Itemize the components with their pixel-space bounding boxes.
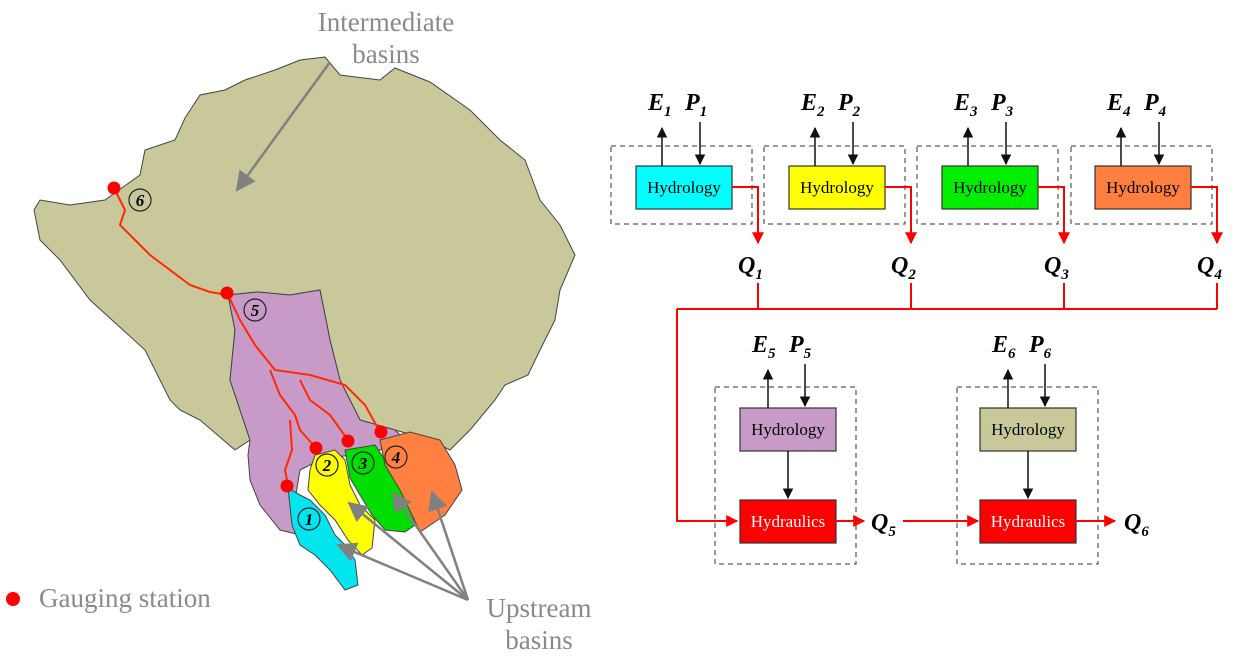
hydrology-label-4: Hydrology (1106, 178, 1180, 197)
intermediate-arrow (235, 61, 332, 192)
dashed-box-6 (956, 386, 1099, 565)
upstream-arrow-4 (428, 490, 470, 601)
tributary-river-a (269, 369, 317, 449)
gauging-station-legend-icon (6, 591, 20, 606)
q-label-1: Q1 (738, 253, 763, 283)
upstream-arrow-1 (336, 542, 469, 602)
gauging-station-2 (309, 441, 323, 455)
q-label-3: Q3 (1044, 253, 1069, 283)
q-label-6: Q6 (1124, 510, 1149, 540)
hydrology-label-2: Hydrology (800, 178, 874, 197)
e-label-1: E1 (647, 90, 672, 120)
e-label-3: E3 (953, 90, 978, 120)
upstream-basins-line-1: Upstream (486, 593, 592, 623)
station-label-1: 1 (305, 510, 314, 529)
hydrology-label-1: Hydrology (647, 178, 721, 197)
hydrology-label-6: Hydrology (991, 420, 1065, 439)
basin-1 (287, 487, 359, 591)
station-label-2: 2 (322, 456, 332, 475)
hydrology-label-5: Hydrology (751, 420, 825, 439)
p-label-2: P2 (837, 90, 861, 120)
hydraulics-label-6: Hydraulics (991, 512, 1066, 531)
upstream-basins-label: Upstream basins (454, 592, 624, 656)
hydraulics-box-6 (979, 499, 1077, 544)
station-label-4: 4 (391, 448, 401, 467)
p-label-3: P3 (990, 90, 1014, 120)
gauging-station-3 (341, 434, 355, 448)
hydrology-box-6 (979, 407, 1077, 452)
upstream-basins-line-2: basins (505, 625, 573, 655)
main-river (114, 189, 381, 433)
legend: Gauging station (6, 583, 211, 614)
flow-diagram: Hydrology Hydrology Hydrology Hydrology … (610, 90, 1223, 565)
intermediate-basins-line-2: basins (352, 39, 420, 69)
gauging-station-1 (280, 479, 294, 493)
p-label-6: P6 (1028, 332, 1052, 362)
hydrology-box-3 (941, 165, 1039, 210)
e-label-2: E2 (800, 90, 825, 120)
intermediate-basin (33, 56, 576, 451)
dashed-box-2 (763, 145, 906, 225)
upstream-arrow-2 (347, 501, 469, 601)
gauging-station-5 (220, 286, 234, 300)
dashed-box-1 (610, 145, 753, 225)
gauging-station-6 (107, 181, 121, 195)
intermediate-basins-line-1: Intermediate (317, 7, 455, 37)
e-label-4: E4 (1106, 90, 1131, 120)
hydraulics-box-5 (739, 499, 837, 544)
gauging-station-4 (374, 425, 388, 439)
p-label-4: P4 (1143, 90, 1167, 120)
p-label-1: P1 (684, 90, 707, 120)
dashed-box-5 (714, 386, 857, 565)
q-label-4: Q4 (1197, 253, 1222, 283)
hydrology-label-3: Hydrology (953, 178, 1027, 197)
hydrology-box-1 (635, 165, 733, 210)
q-label-2: Q2 (891, 253, 916, 283)
station-label-3: 3 (358, 454, 368, 473)
hydraulics-label-5: Hydraulics (751, 512, 826, 531)
e-label-6: E6 (991, 332, 1016, 362)
tributary-river-b (299, 379, 349, 441)
e-label-5: E5 (751, 332, 776, 362)
tributary-river-c (283, 419, 294, 486)
station-label-6: 6 (136, 191, 145, 210)
p-label-5: P5 (788, 332, 812, 362)
hydrology-box-5 (739, 407, 837, 452)
q-label-5: Q5 (871, 510, 896, 540)
intermediate-basins-label: Intermediate basins (286, 6, 486, 70)
gauging-station-legend-label: Gauging station (39, 583, 211, 613)
hydrology-box-2 (788, 165, 886, 210)
basin-map: 6 5 1 2 3 4 (33, 56, 576, 602)
dashed-box-4 (1070, 145, 1213, 225)
upstream-arrow-3 (391, 491, 470, 601)
dashed-box-3 (916, 145, 1059, 225)
station-label-5: 5 (251, 301, 260, 320)
